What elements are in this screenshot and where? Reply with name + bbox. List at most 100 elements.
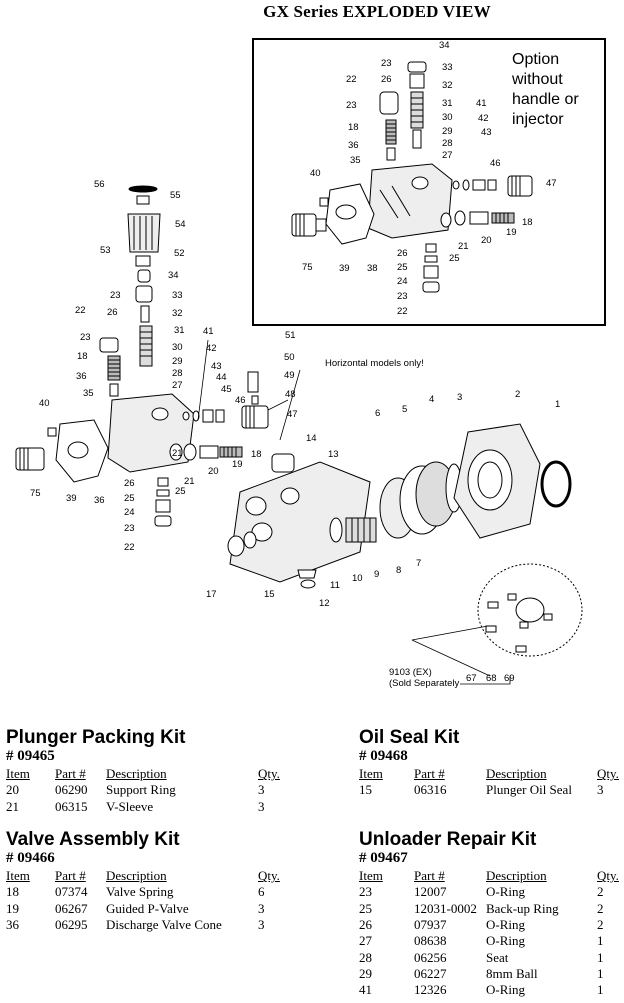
part-label: 30 xyxy=(172,342,183,353)
part-label: 36 xyxy=(348,140,359,151)
table-cell: 8mm Ball xyxy=(486,965,538,981)
part-label: 31 xyxy=(442,98,453,109)
main-labels: 56 55 54 53 52 34 23 33 26 32 22 31 23 3… xyxy=(30,179,560,609)
part-shape xyxy=(487,601,499,609)
kit-title: Oil Seal Kit xyxy=(359,727,460,748)
part-shape xyxy=(140,331,152,357)
part-shape xyxy=(157,477,169,487)
inset-caption: Option without handle or injector xyxy=(511,51,579,128)
part-label: 1 xyxy=(555,399,560,410)
part-label: 35 xyxy=(350,155,361,166)
part-label: 48 xyxy=(285,389,296,400)
part-label: 38 xyxy=(367,263,378,274)
inset-box xyxy=(252,38,606,326)
inset-caption-line: without xyxy=(511,71,563,88)
table-cell: Plunger Oil Seal xyxy=(486,782,572,798)
part-shape xyxy=(202,409,214,423)
part-label: 8 xyxy=(396,565,401,576)
part-shape xyxy=(519,621,529,629)
column-header: Part # xyxy=(414,766,445,782)
column-header: Item xyxy=(359,868,383,884)
inset-labels: 34 23 26 33 32 22 31 23 30 18 29 28 27 3… xyxy=(302,40,557,317)
part-label: 56 xyxy=(94,179,105,190)
part-shape xyxy=(245,496,267,516)
part-label: 53 xyxy=(100,245,111,256)
part-shape xyxy=(247,371,259,393)
part-shape xyxy=(425,243,437,253)
table-cell: Back-up Ring xyxy=(486,900,559,916)
table-cell: 3 xyxy=(258,798,265,814)
horizontal-note: Horizontal models only! xyxy=(325,358,424,369)
part-label: 34 xyxy=(439,40,450,51)
table-cell: 1 xyxy=(597,965,604,981)
part-shape xyxy=(133,216,153,250)
part-shape xyxy=(386,147,396,161)
table-cell: 1 xyxy=(597,949,604,965)
kit-title: Unloader Repair Kit xyxy=(359,829,537,850)
table-cell: 12007 xyxy=(414,884,447,900)
page-title: GX Series EXPLODED VIEW xyxy=(263,2,491,21)
part-shape xyxy=(440,212,452,228)
part-label: 52 xyxy=(174,248,185,259)
table-cell: 2 xyxy=(597,917,604,933)
part-label: 3 xyxy=(457,392,462,403)
kit-number: # 09468 xyxy=(359,748,408,764)
part-label: 27 xyxy=(172,380,183,391)
part-label: 24 xyxy=(397,276,408,287)
part-label: 21 xyxy=(184,476,195,487)
part-label: 22 xyxy=(397,306,408,317)
kit-number: # 09467 xyxy=(359,850,408,866)
inset-caption-line: Option xyxy=(512,51,559,68)
part-label: 12 xyxy=(319,598,330,609)
part-label: 23 xyxy=(124,523,135,534)
part-label: 17 xyxy=(206,589,217,600)
inset-caption-line: handle or xyxy=(512,91,579,108)
table-cell: 29 xyxy=(359,965,372,981)
part-shape xyxy=(199,445,219,459)
part-label: 23 xyxy=(397,291,408,302)
part-shape xyxy=(477,461,503,499)
part-label: 13 xyxy=(328,449,339,460)
part-label: 14 xyxy=(306,433,317,444)
part-shape xyxy=(411,97,423,123)
part-label: 39 xyxy=(339,263,350,274)
part-label: 43 xyxy=(211,361,222,372)
part-label: 25 xyxy=(449,253,460,264)
part-shape xyxy=(19,448,29,470)
part-label: 46 xyxy=(235,395,246,406)
part-shape xyxy=(140,305,150,323)
part-shape xyxy=(227,535,245,557)
part-label: 23 xyxy=(110,290,121,301)
table-cell: O-Ring xyxy=(486,933,525,949)
part-label: 42 xyxy=(478,113,489,124)
part-shape xyxy=(251,395,259,405)
table-cell: 06267 xyxy=(55,900,88,916)
part-shape xyxy=(515,597,545,623)
column-header: Qty. xyxy=(258,766,280,782)
part-label: 75 xyxy=(30,488,41,499)
part-label: 25 xyxy=(175,486,186,497)
part-label: 23 xyxy=(80,332,91,343)
part-label: 42 xyxy=(206,343,217,354)
part-label: 32 xyxy=(442,80,453,91)
part-label: 44 xyxy=(216,372,227,383)
part-label: 39 xyxy=(66,493,77,504)
part-shape xyxy=(407,61,427,73)
table-cell: 20 xyxy=(6,782,19,798)
part-label: 10 xyxy=(352,573,363,584)
table-cell: O-Ring xyxy=(486,917,525,933)
part-label: 28 xyxy=(172,368,183,379)
part-shape xyxy=(487,179,497,191)
part-shape xyxy=(412,129,422,149)
part-shape xyxy=(386,123,396,141)
table-cell: 28 xyxy=(359,949,372,965)
kit-number: # 09466 xyxy=(6,850,55,866)
part-label: 31 xyxy=(174,325,185,336)
